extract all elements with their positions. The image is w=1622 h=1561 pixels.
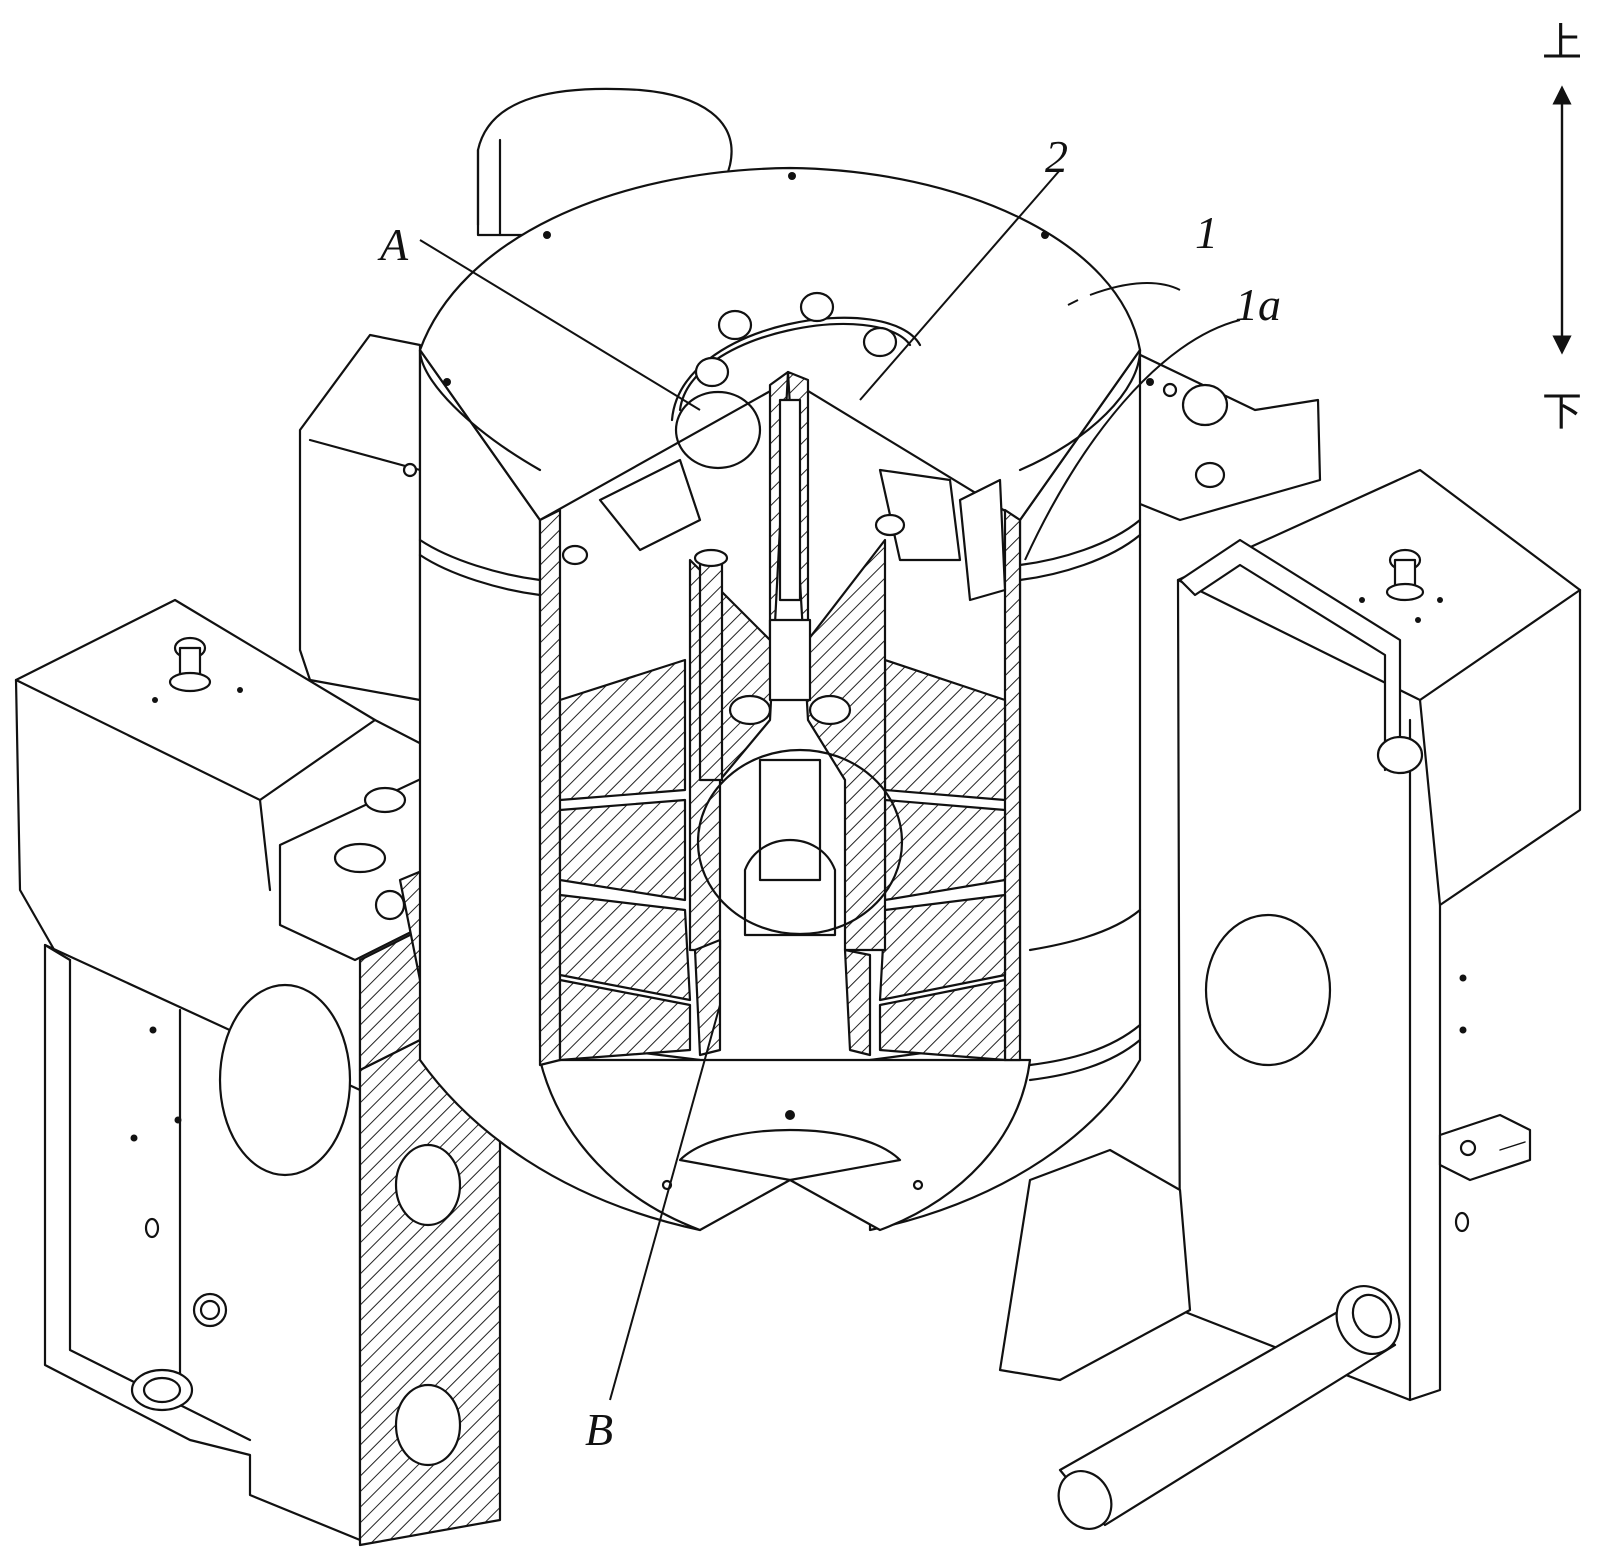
label-1a: 1a [1235,279,1281,330]
label-b: B [585,1404,613,1455]
label-1: 1 [1195,207,1218,258]
right-bracket [1178,470,1580,1400]
direction-indicator: 上 下 [1542,20,1582,435]
right-rear-block [1130,350,1320,520]
direction-up-label: 上 [1542,20,1582,66]
left-rear-block [300,335,420,700]
label-a: A [377,219,409,270]
label-2: 2 [1045,131,1068,182]
base-plate [1000,1150,1190,1380]
direction-down-label: 下 [1542,389,1582,435]
